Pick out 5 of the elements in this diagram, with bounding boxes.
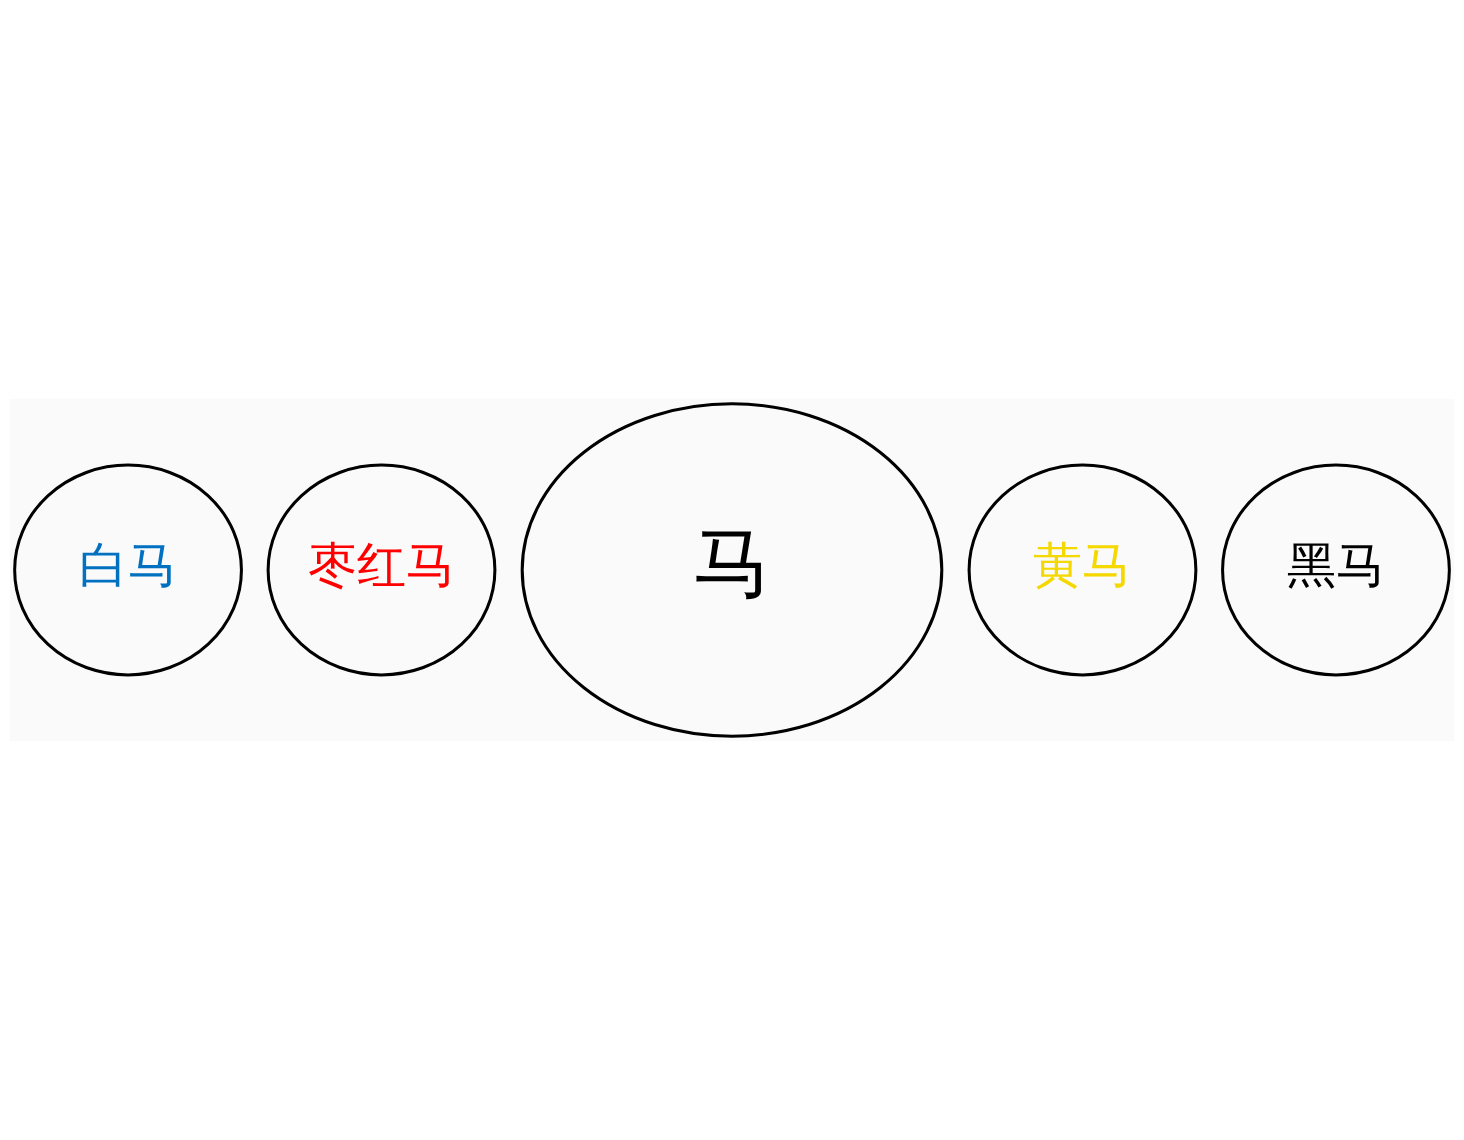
node-ellipse: 马 (520, 402, 944, 738)
node-circle: 白马 (13, 463, 243, 677)
node-circle: 黑马 (1221, 463, 1451, 677)
node-circle: 枣红马 (266, 463, 497, 677)
node-circle: 黄马 (967, 463, 1198, 677)
